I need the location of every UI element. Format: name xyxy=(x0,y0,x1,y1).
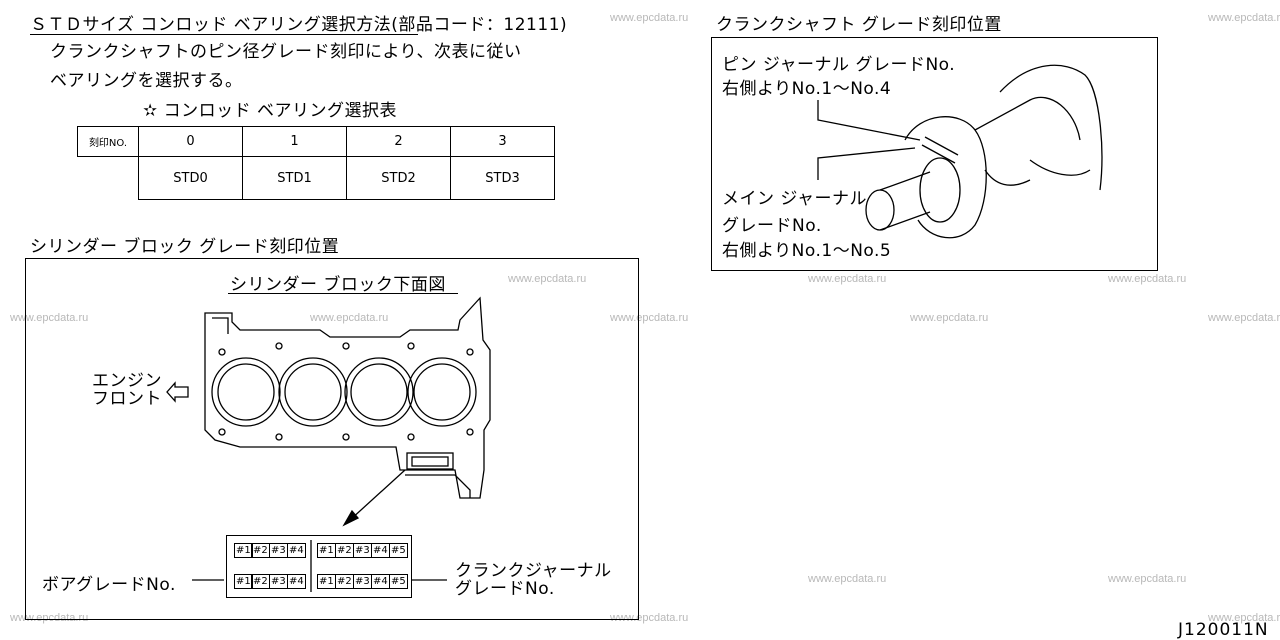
description-line-1: クランクシャフトのピン径グレード刻印により、次表に従い xyxy=(50,42,522,62)
cell: #1 xyxy=(234,543,253,558)
engine-front-label-2: フロント xyxy=(92,389,162,409)
cell: #2 xyxy=(335,543,354,558)
cell: #1 xyxy=(317,543,336,558)
watermark: www.epcdata.ru xyxy=(808,273,887,285)
pin-journal-label: ピン ジャーナル グレードNo. xyxy=(722,55,956,75)
cell: #1 xyxy=(234,574,253,589)
cell: #2 xyxy=(251,543,270,558)
watermark: www.epcdata.ru xyxy=(1208,12,1280,24)
cell: #3 xyxy=(353,574,372,589)
cell: #5 xyxy=(389,574,408,589)
table-row: 刻印NO. 0 1 2 3 xyxy=(77,126,555,157)
watermark: www.epcdata.ru xyxy=(910,312,989,324)
cell: #3 xyxy=(269,574,288,589)
crank-journal-label-2: グレードNo. xyxy=(455,579,555,599)
cell: #3 xyxy=(353,543,372,558)
grade-cell: 2 xyxy=(346,126,451,157)
cell: #2 xyxy=(251,574,270,589)
bearing-cell: STD2 xyxy=(346,156,451,200)
engine-front-label: エンジン xyxy=(92,371,162,391)
grade-cell: 0 xyxy=(138,126,243,157)
watermark: www.epcdata.ru xyxy=(508,273,587,285)
header-label: 刻印NO. xyxy=(77,126,139,157)
description-line-2: ベアリングを選択する。 xyxy=(50,71,243,91)
watermark: www.epcdata.ru xyxy=(610,12,689,24)
bearing-cell: STD0 xyxy=(138,156,243,200)
cylinder-block-frame xyxy=(25,258,639,620)
cylinder-box-title: シリンダー ブロック下面図 xyxy=(230,275,446,295)
figure-code: J120011N xyxy=(1178,620,1269,640)
bearing-cell: STD1 xyxy=(242,156,347,200)
title-underline xyxy=(30,34,418,35)
grade-stamp-panel xyxy=(226,535,412,598)
watermark: www.epcdata.ru xyxy=(10,612,89,624)
selection-method-title: ＳＴＤサイズ コンロッド ベアリング選択方法(部品コード：12111) xyxy=(30,15,568,35)
main-journal-range: 右側よりNo.1～No.5 xyxy=(722,241,892,261)
watermark: www.epcdata.ru xyxy=(1108,573,1187,585)
box-title-underline xyxy=(228,293,458,294)
watermark: www.epcdata.ru xyxy=(808,573,887,585)
cell: #4 xyxy=(371,574,390,589)
main-journal-label: メイン ジャーナル xyxy=(722,189,868,209)
cell: #4 xyxy=(287,574,306,589)
bore-grade-label: ボアグレードNo. xyxy=(42,575,176,595)
pin-journal-range: 右側よりNo.1～No.4 xyxy=(722,79,892,99)
bearing-selection-table: 刻印NO. 0 1 2 3 STD0 STD1 STD2 STD3 xyxy=(77,126,555,200)
crankshaft-frame xyxy=(711,37,1158,271)
grade-cell: 3 xyxy=(450,126,555,157)
table-row: STD0 STD1 STD2 STD3 xyxy=(77,156,555,200)
main-journal-grade: グレードNo. xyxy=(722,216,822,236)
watermark: www.epcdata.ru xyxy=(10,312,89,324)
grade-cell: 1 xyxy=(242,126,347,157)
bearing-cell: STD3 xyxy=(450,156,555,200)
cell: #5 xyxy=(389,543,408,558)
watermark: www.epcdata.ru xyxy=(1108,273,1187,285)
table-title: ✫ コンロッド ベアリング選択表 xyxy=(143,101,398,121)
cell: #1 xyxy=(317,574,336,589)
watermark: www.epcdata.ru xyxy=(1208,612,1280,624)
cell: #2 xyxy=(335,574,354,589)
blank-cell xyxy=(77,156,139,200)
watermark: www.epcdata.ru xyxy=(1208,312,1280,324)
watermark: www.epcdata.ru xyxy=(610,612,689,624)
cell: #3 xyxy=(269,543,288,558)
watermark: www.epcdata.ru xyxy=(610,312,689,324)
crankshaft-grade-title: クランクシャフト グレード刻印位置 xyxy=(716,15,1002,35)
cell: #4 xyxy=(287,543,306,558)
cell: #4 xyxy=(371,543,390,558)
cylinder-grade-title: シリンダー ブロック グレード刻印位置 xyxy=(30,237,340,257)
crank-journal-label: クランクジャーナル xyxy=(455,561,612,581)
